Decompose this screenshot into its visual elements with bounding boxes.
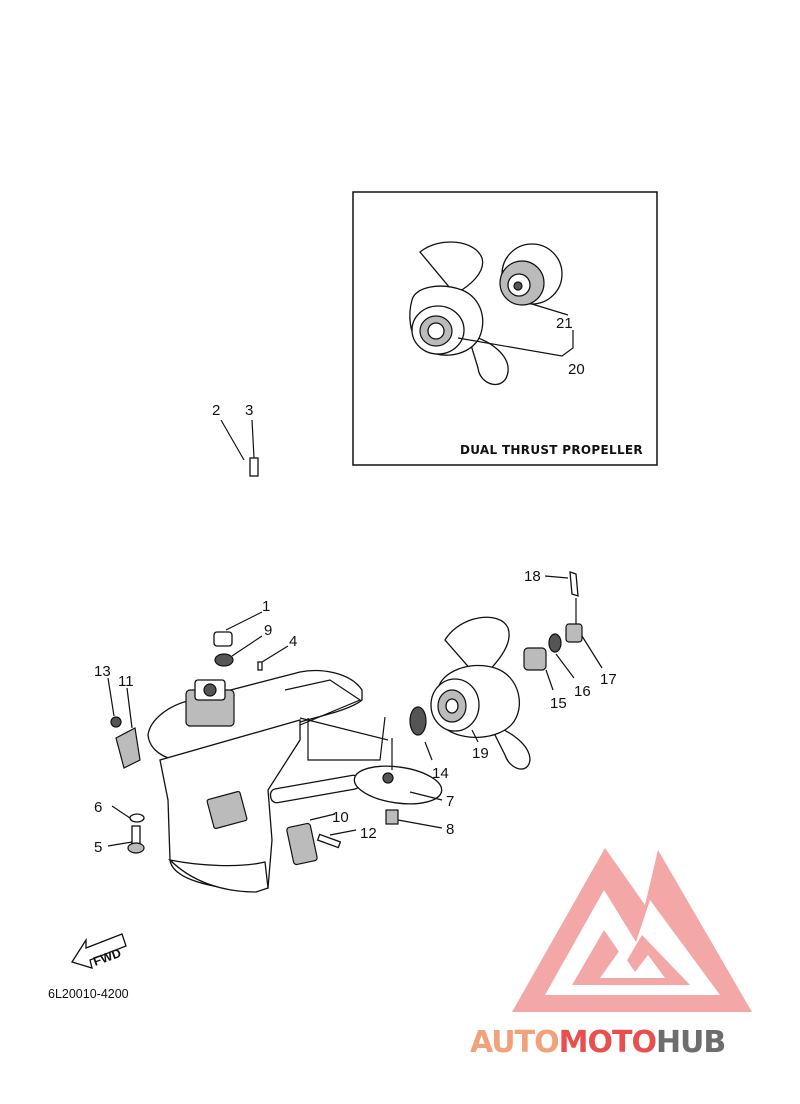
diagram-code: 6L20010-4200 (48, 987, 129, 1001)
callout-17: 17 (600, 671, 617, 688)
svg-text:AUTOMOTOHUB: AUTOMOTOHUB (470, 1025, 725, 1060)
callout-9: 9 (264, 622, 272, 639)
callout-2: 2 (212, 402, 220, 419)
callout-8: 8 (446, 821, 454, 838)
inset-hub-21 (499, 243, 563, 306)
propeller-19 (430, 616, 531, 770)
callout-10: 10 (332, 809, 349, 826)
callout-18: 18 (524, 568, 541, 585)
callout-11: 11 (118, 673, 134, 690)
watermark-logo (512, 848, 752, 1012)
callout-15: 15 (550, 695, 567, 712)
callout-7: 7 (446, 793, 454, 810)
inset-dual-thrust-propeller: 21 20 DUAL THRUST PROPELLER (352, 191, 658, 466)
fwd-arrow-icon: FWD (70, 933, 127, 969)
callout-4: 4 (289, 633, 297, 650)
callout-6: 6 (94, 799, 102, 816)
watermark-part-1: AUTO (470, 1025, 559, 1060)
inset-propeller-20 (409, 241, 509, 386)
callout-1: 1 (262, 598, 270, 615)
callout-13: 13 (94, 663, 111, 680)
callout-20: 20 (568, 361, 585, 378)
callout-3: 3 (245, 402, 253, 419)
leader-lines (107, 419, 603, 847)
callout-12: 12 (360, 825, 377, 842)
lower-unit-assembly (110, 457, 583, 893)
watermark-part-3: HUB (656, 1025, 725, 1060)
callout-14: 14 (432, 765, 449, 782)
callout-16: 16 (574, 683, 591, 700)
callout-21: 21 (556, 315, 573, 332)
callout-19: 19 (472, 745, 489, 762)
watermark-part-2: MOTO (559, 1025, 656, 1060)
inset-title: DUAL THRUST PROPELLER (460, 443, 643, 457)
callout-5: 5 (94, 839, 102, 856)
